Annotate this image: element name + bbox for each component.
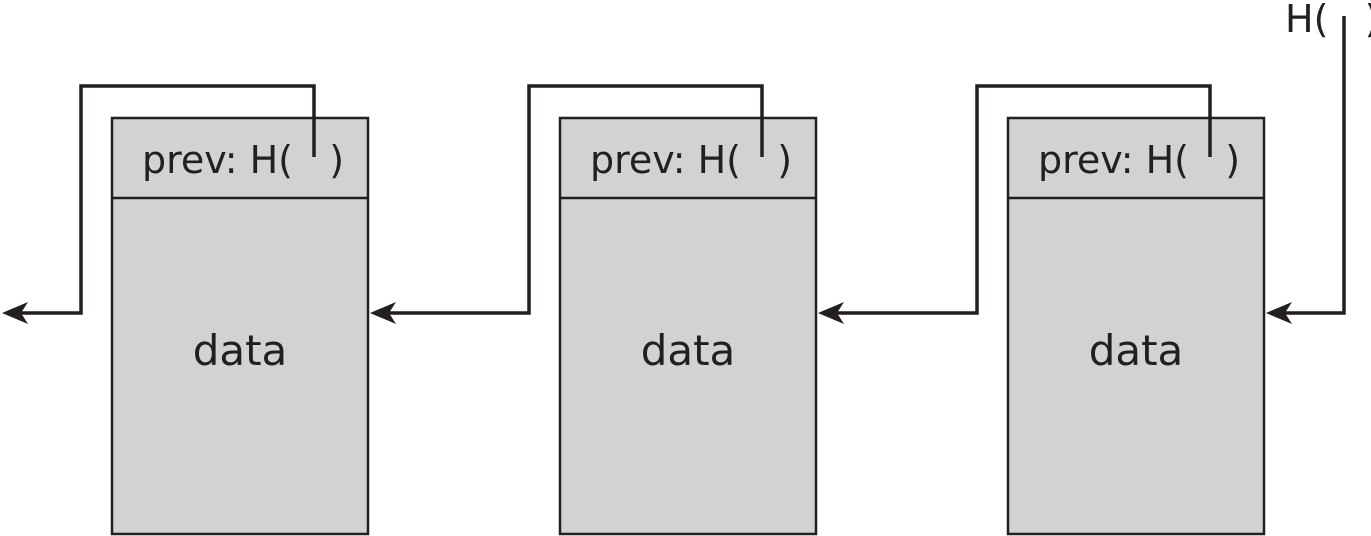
block-1-data-label: data	[193, 326, 288, 375]
block-3-data-label: data	[1089, 326, 1184, 375]
block-3: prev: H( ) data	[1006, 116, 1266, 536]
block-2-prev-pointer-arrow	[370, 84, 764, 324]
block-1: prev: H( ) data	[110, 116, 370, 536]
block-3-prev-pointer-arrow	[818, 84, 1212, 324]
block-2-prev-label: prev: H( )	[590, 138, 792, 182]
head-hash-pointer-label: H( )	[1285, 0, 1371, 41]
head-pointer-arrow	[1266, 16, 1346, 324]
block-1-prev-label: prev: H( )	[142, 138, 344, 182]
block-1-box	[110, 116, 370, 536]
block-1-prev-pointer-arrow	[2, 84, 316, 324]
block-2: prev: H( ) data	[558, 116, 818, 536]
block-2-data-label: data	[641, 326, 736, 375]
block-3-box	[1006, 116, 1266, 536]
block-2-box	[558, 116, 818, 536]
block-3-prev-label: prev: H( )	[1038, 138, 1240, 182]
